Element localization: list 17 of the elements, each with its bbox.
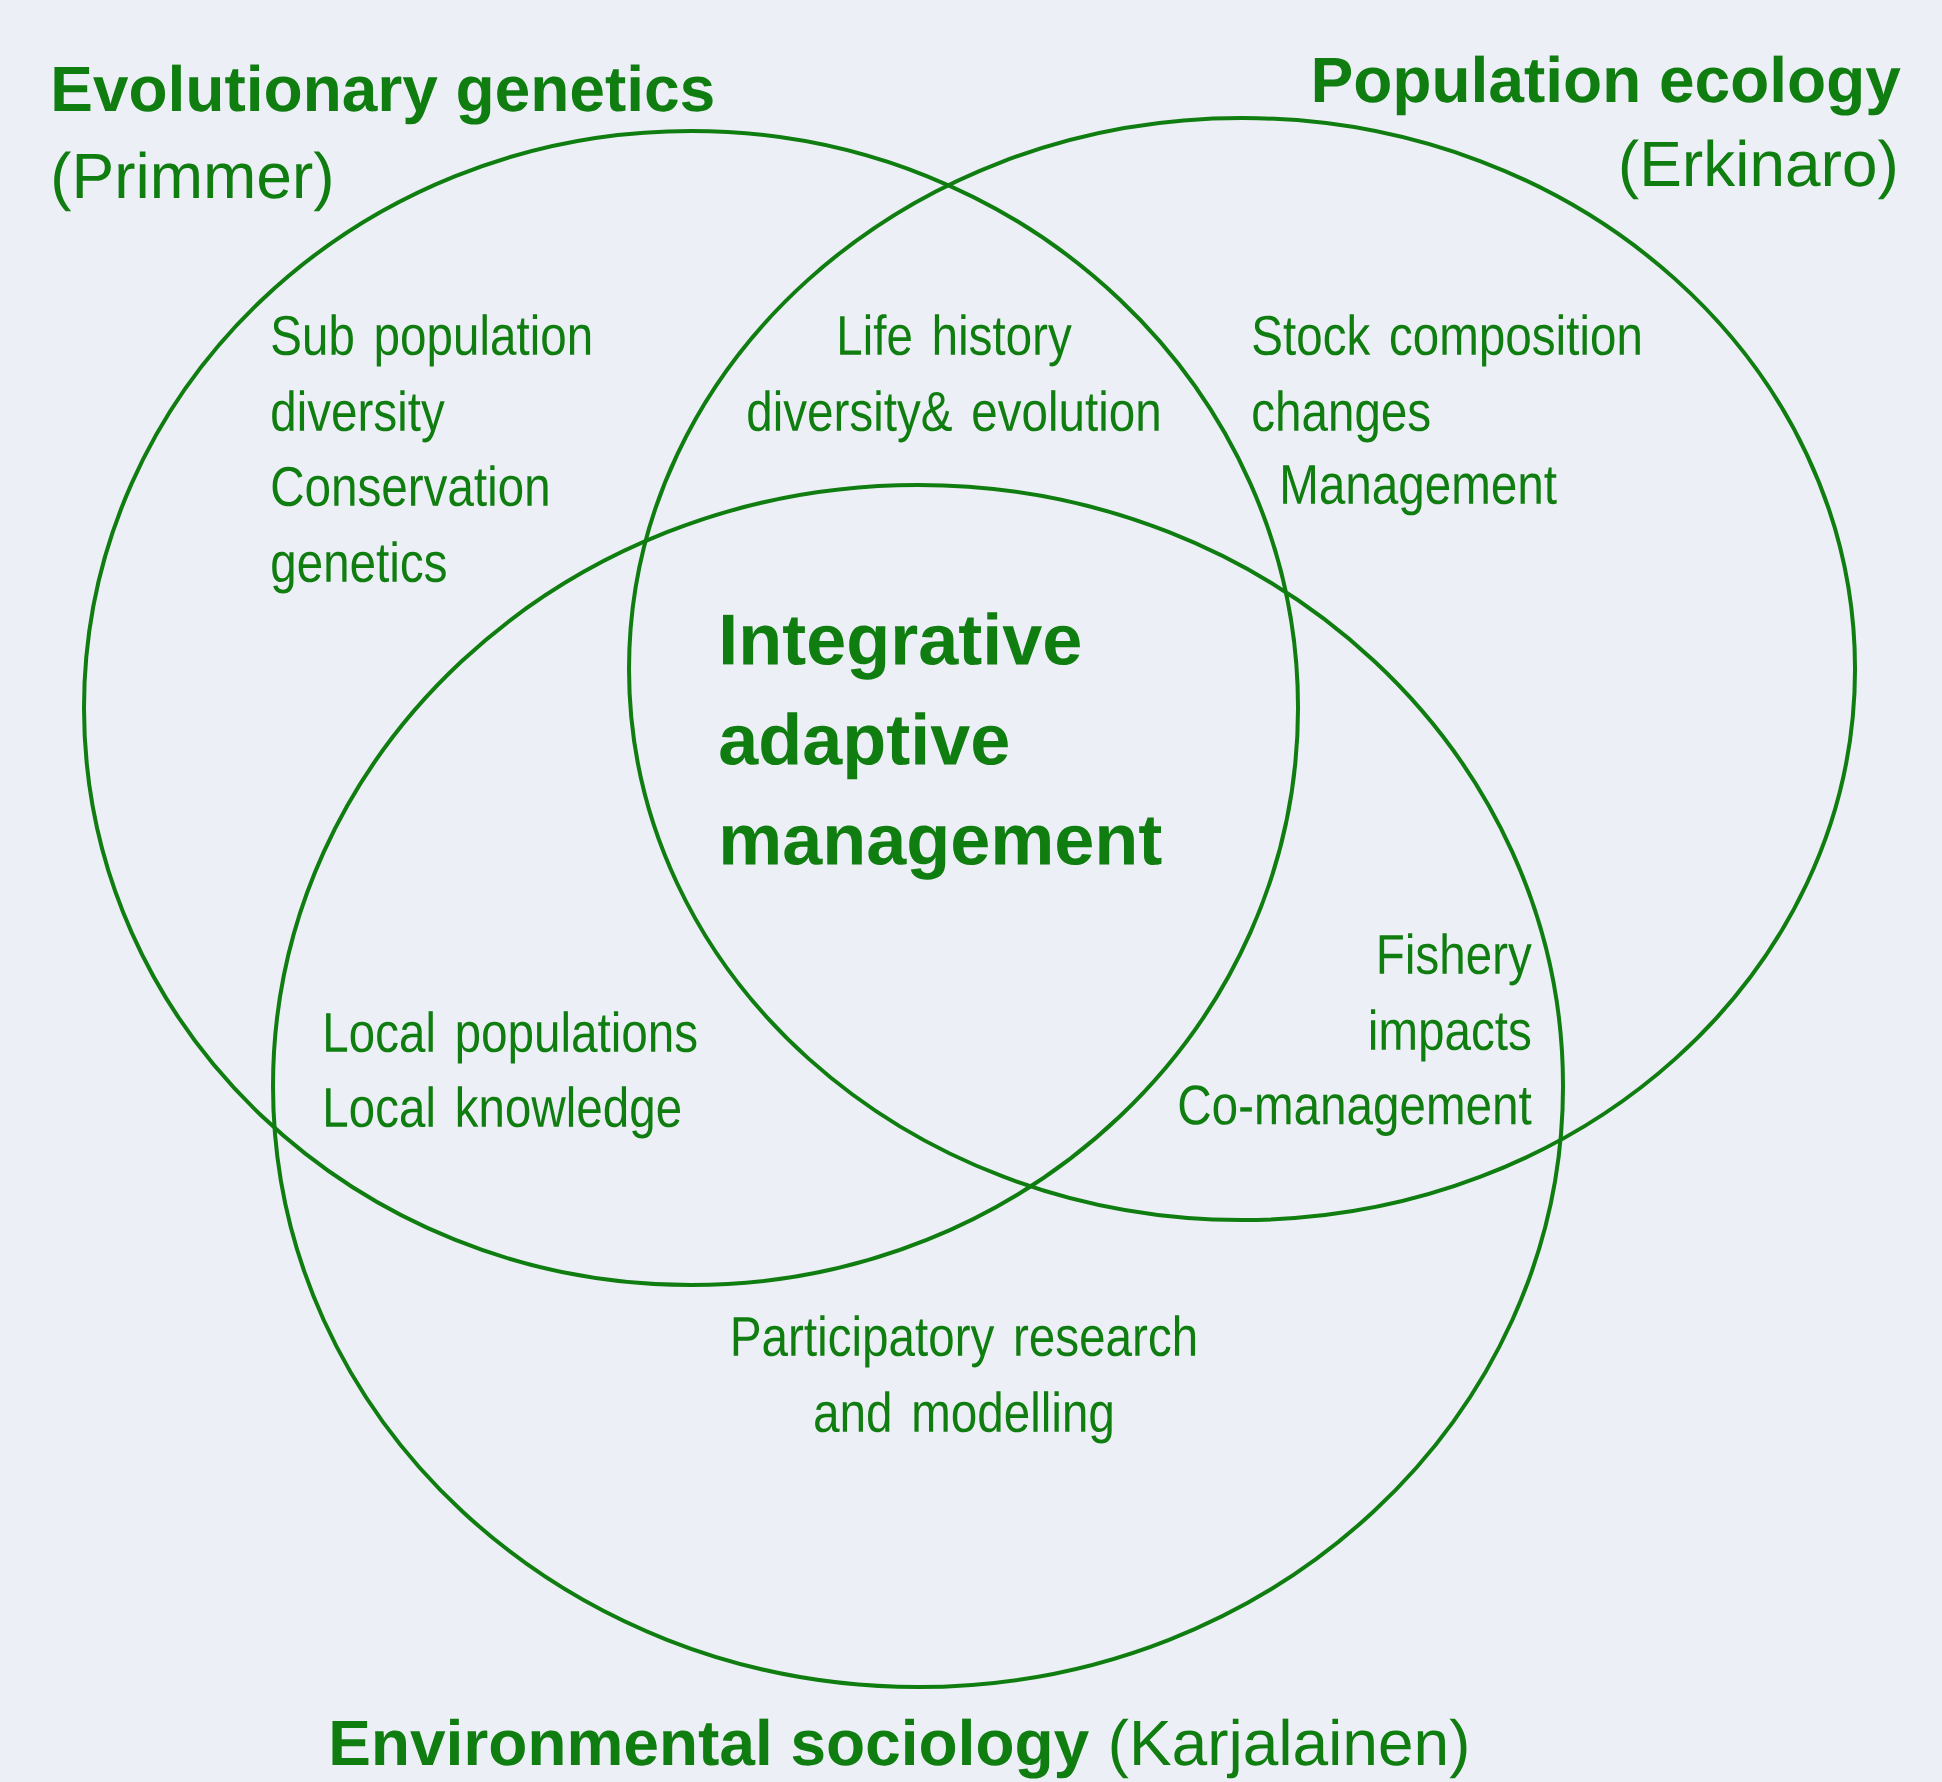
- region-label: Life history diversity& evolution: [748, 314, 1159, 443]
- center-label: Integrative adaptive management: [720, 612, 1162, 880]
- region-label: Sub population diversity: [272, 314, 591, 443]
- region-label: Local populations: [326, 1011, 697, 1064]
- circle-heading: Environmental sociology: [332, 1718, 1089, 1779]
- region-label: Management: [1283, 465, 1557, 516]
- circle-heading: Evolutionary genetics: [54, 64, 713, 125]
- region-label: Conservation genetics: [272, 465, 548, 594]
- region-label: Participatory research and modelling: [733, 1315, 1196, 1444]
- circle-heading: (Erkinaro): [1621, 139, 1895, 200]
- region-label: Fishery impacts: [1371, 933, 1532, 1062]
- region-label: Local knowledge: [326, 1086, 681, 1139]
- region-label: Stock composition changes: [1253, 314, 1640, 443]
- circle-heading: (Primmer): [54, 151, 331, 212]
- region-label: Co-management: [1179, 1085, 1532, 1136]
- circle-heading: (Karjalainen): [1111, 1718, 1467, 1779]
- circle-heading: Population ecology: [1314, 55, 1901, 116]
